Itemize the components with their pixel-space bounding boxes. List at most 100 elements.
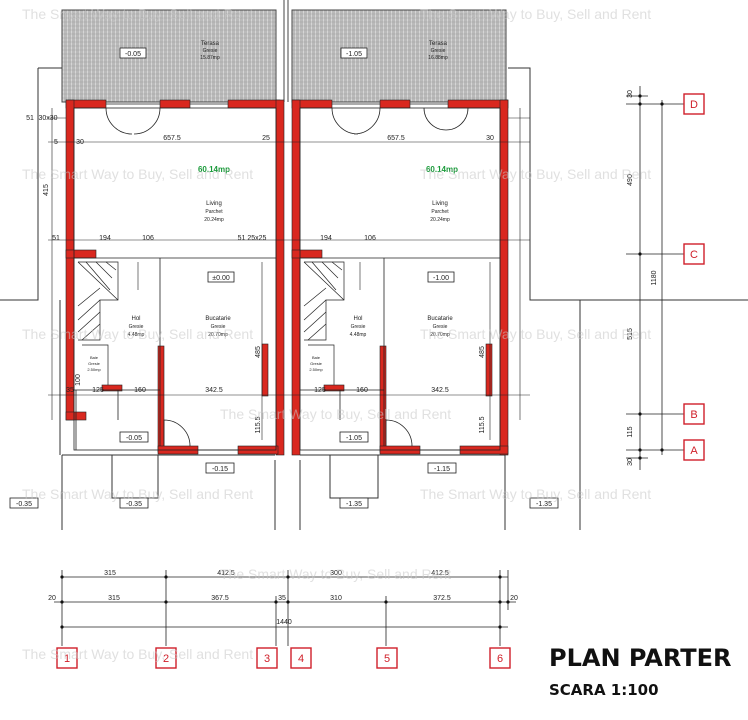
- bottom-row1-b: 412.5: [217, 570, 235, 577]
- dim-left-mid-2: 106: [364, 235, 376, 242]
- staircase-unit-1: [77, 261, 119, 385]
- kitchen-name-2: Bucatarie: [427, 316, 453, 322]
- left-dim-35: 35: [66, 387, 74, 394]
- axis-number-1: 1: [64, 653, 70, 665]
- kitchen-finish-2: Gresie: [433, 324, 448, 330]
- living-finish-1: Parchet: [205, 209, 223, 215]
- right-dim-e: 30: [627, 458, 634, 466]
- interior-lines-unit-2: [299, 103, 501, 451]
- outside-level-2: -1.35: [346, 501, 362, 508]
- bottom-row2-d: 35: [278, 595, 286, 602]
- dim-right-small-1: 25: [262, 135, 270, 142]
- terrace-finish-1: Gresie: [203, 48, 218, 54]
- bath-finish-1: Gresie: [88, 361, 101, 366]
- kitchen-name-1: Bucatarie: [205, 316, 231, 322]
- total-area-2: 60.14mp: [426, 165, 458, 174]
- hall-finish-1: Gresie: [129, 324, 144, 330]
- staircase-unit-2: [303, 261, 345, 385]
- dim-top-2: 657.5: [387, 135, 405, 142]
- left-dim-30x30: 30x30: [38, 115, 57, 122]
- right-dim-d: 115: [627, 426, 634, 437]
- entry-level-2: -1.05: [346, 435, 362, 442]
- right-dim-b: 490: [627, 174, 634, 186]
- bath-area-1: 2.50mp: [87, 367, 101, 372]
- dim-vert2-2: 115.5: [479, 416, 486, 433]
- axis-number-markers: [56, 647, 511, 669]
- dim-left-mid-1: 106: [142, 235, 154, 242]
- dim-bottom-a-1: 125: [92, 387, 104, 394]
- living-area-2: 20.24mp: [430, 217, 450, 223]
- bottom-row2-f: 372.5: [433, 595, 451, 602]
- living-name-1: Living: [206, 201, 222, 207]
- bottom-total: 1440: [276, 619, 292, 626]
- axis-letter-c: C: [690, 249, 698, 261]
- terrace-level-2: -1.05: [346, 51, 362, 58]
- bottom-row2-c: 367.5: [211, 595, 229, 602]
- dim-vert1-2: 485: [479, 346, 486, 358]
- total-area-1: 60.14mp: [198, 165, 230, 174]
- watermark-text: The Smart Way to Buy, Sell and Rent: [22, 6, 253, 22]
- right-dim-a: 30: [627, 90, 634, 98]
- dim-bottom-c-2: 342.5: [431, 387, 449, 394]
- kitchen-area-2: 20.70mp: [430, 332, 450, 338]
- living-finish-2: Parchet: [431, 209, 449, 215]
- hall-name-2: Hol: [353, 316, 362, 322]
- bottom-row2-g: 20: [510, 595, 518, 602]
- outside-level-left: -0.35: [16, 501, 32, 508]
- axis-number-5: 5: [384, 653, 390, 665]
- hall-area-1: 4.48mp: [128, 332, 145, 338]
- watermark-text: The Smart Way to Buy, Sell and Rent: [22, 486, 253, 502]
- outside-level-right: -1.35: [536, 501, 552, 508]
- entry-level-1: -0.05: [126, 435, 142, 442]
- step-level-2: -1.15: [434, 466, 450, 473]
- watermark-text: The Smart Way to Buy, Sell and Rent: [22, 646, 253, 662]
- dim-bottom-a-2: 125: [314, 387, 326, 394]
- kitchen-finish-1: Gresie: [211, 324, 226, 330]
- hall-area-2: 4.48mp: [350, 332, 367, 338]
- dim-bottom-c-1: 342.5: [205, 387, 223, 394]
- watermarks: The Smart Way to Buy, Sell and Rent The …: [22, 6, 651, 662]
- plan-scale: SCARA 1:100: [549, 681, 659, 699]
- terrace-finish-2: Gresie: [431, 48, 446, 54]
- walls-unit-2: [291, 99, 509, 456]
- axis-number-4: 4: [298, 653, 304, 665]
- terrace-level-1: -0.05: [125, 51, 141, 58]
- kitchen-level-1: ±0.00: [212, 275, 230, 282]
- watermark-text: The Smart Way to Buy, Sell and Rent: [420, 486, 651, 502]
- site-outline: [0, 67, 748, 530]
- kitchen-area-1: 20.70mp: [208, 332, 228, 338]
- terrace-area-1: 15.87mp: [200, 55, 220, 61]
- hall-name-1: Hol: [131, 316, 140, 322]
- living-area-1: 20.24mp: [204, 217, 224, 223]
- interior-lines-unit-1: [73, 103, 277, 451]
- watermark-text: The Smart Way to Buy, Sell and Rent: [22, 166, 253, 182]
- left-dim-5: 5: [54, 139, 58, 146]
- terrace-area-2: 16.88mp: [428, 55, 448, 61]
- dim-bottom-b-1: 160: [134, 387, 146, 394]
- dim-vert1-1: 485: [255, 346, 262, 358]
- right-dim-total: 1180: [651, 270, 658, 285]
- watermark-text: The Smart Way to Buy, Sell and Rent: [220, 566, 451, 582]
- bath-name-1: Baie: [90, 355, 99, 360]
- bottom-row2-b: 315: [108, 595, 120, 602]
- axis-letter-a: A: [690, 445, 698, 457]
- left-dim-51b: 51: [52, 235, 60, 242]
- bottom-row2-a: 20: [48, 595, 56, 602]
- watermark-text: The Smart Way to Buy, Sell and Rent: [420, 326, 651, 342]
- dim-right-small-2: 30: [486, 135, 494, 142]
- roof-unit-2: [291, 9, 507, 103]
- axis-number-3: 3: [264, 653, 270, 665]
- kitchen-level-2: -1.00: [433, 275, 449, 282]
- dim-top-1: 657.5: [163, 135, 181, 142]
- watermark-text: The Smart Way to Buy, Sell and Rent: [220, 406, 451, 422]
- left-dim-51: 51: [26, 115, 34, 122]
- walls-unit-1: [65, 99, 285, 456]
- left-dim-30: 30: [76, 139, 84, 146]
- bottom-row1-a: 315: [104, 570, 116, 577]
- hall-finish-2: Gresie: [351, 324, 366, 330]
- terrace-name-2: Terasa: [429, 41, 448, 47]
- bottom-row2-e: 310: [330, 595, 342, 602]
- bath-finish-2: Gresie: [310, 361, 323, 366]
- right-dim-ticks: [638, 94, 664, 460]
